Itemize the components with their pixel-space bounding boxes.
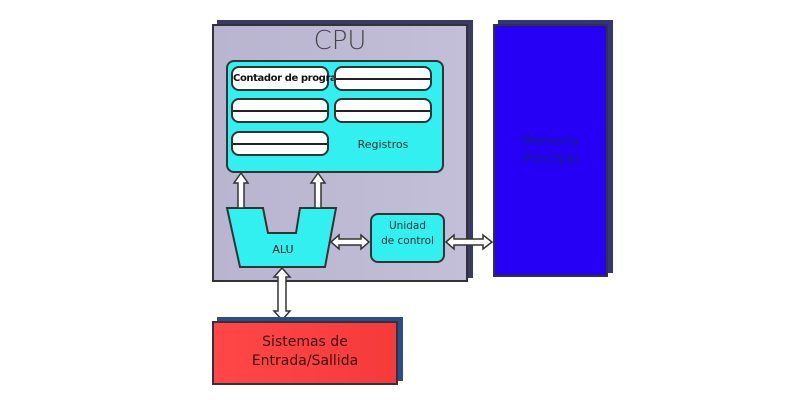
control-unit-line2: de control [381,235,434,247]
control-unit-line1: Unidad [388,220,427,232]
control-unit-label: Unidad de control [370,219,445,249]
io-systems-block [212,321,398,385]
arrow-alu-control [329,233,371,251]
main-memory-block [493,24,608,277]
registers-panel: Contador de programa [226,60,444,173]
register-slot [334,98,432,123]
register-slot [334,66,432,91]
cpu-title: CPU [313,26,367,56]
register-slot [231,98,329,123]
io-label-line1: Sistemas de [262,334,348,350]
arrow-up-alu-registers-right [309,171,327,209]
registers-label: Registros [357,138,409,151]
memory-label-line1: Memoria [522,134,579,149]
arrow-up-alu-registers-left [232,171,250,209]
alu-shape [225,207,338,268]
io-label-line2: Entrada/Sallida [251,353,359,369]
program-counter-label: Contador de programa [233,73,353,84]
arrow-control-memory [444,233,494,251]
arrow-alu-io [272,266,292,322]
alu-label: ALU [272,243,294,256]
memory-label-line2: Principal [522,152,579,167]
io-systems-label: Sistemas de Entrada/Sallida [212,333,398,371]
register-program-counter: Contador de programa [231,66,353,91]
register-slot [231,131,329,156]
control-unit-block [370,213,445,263]
